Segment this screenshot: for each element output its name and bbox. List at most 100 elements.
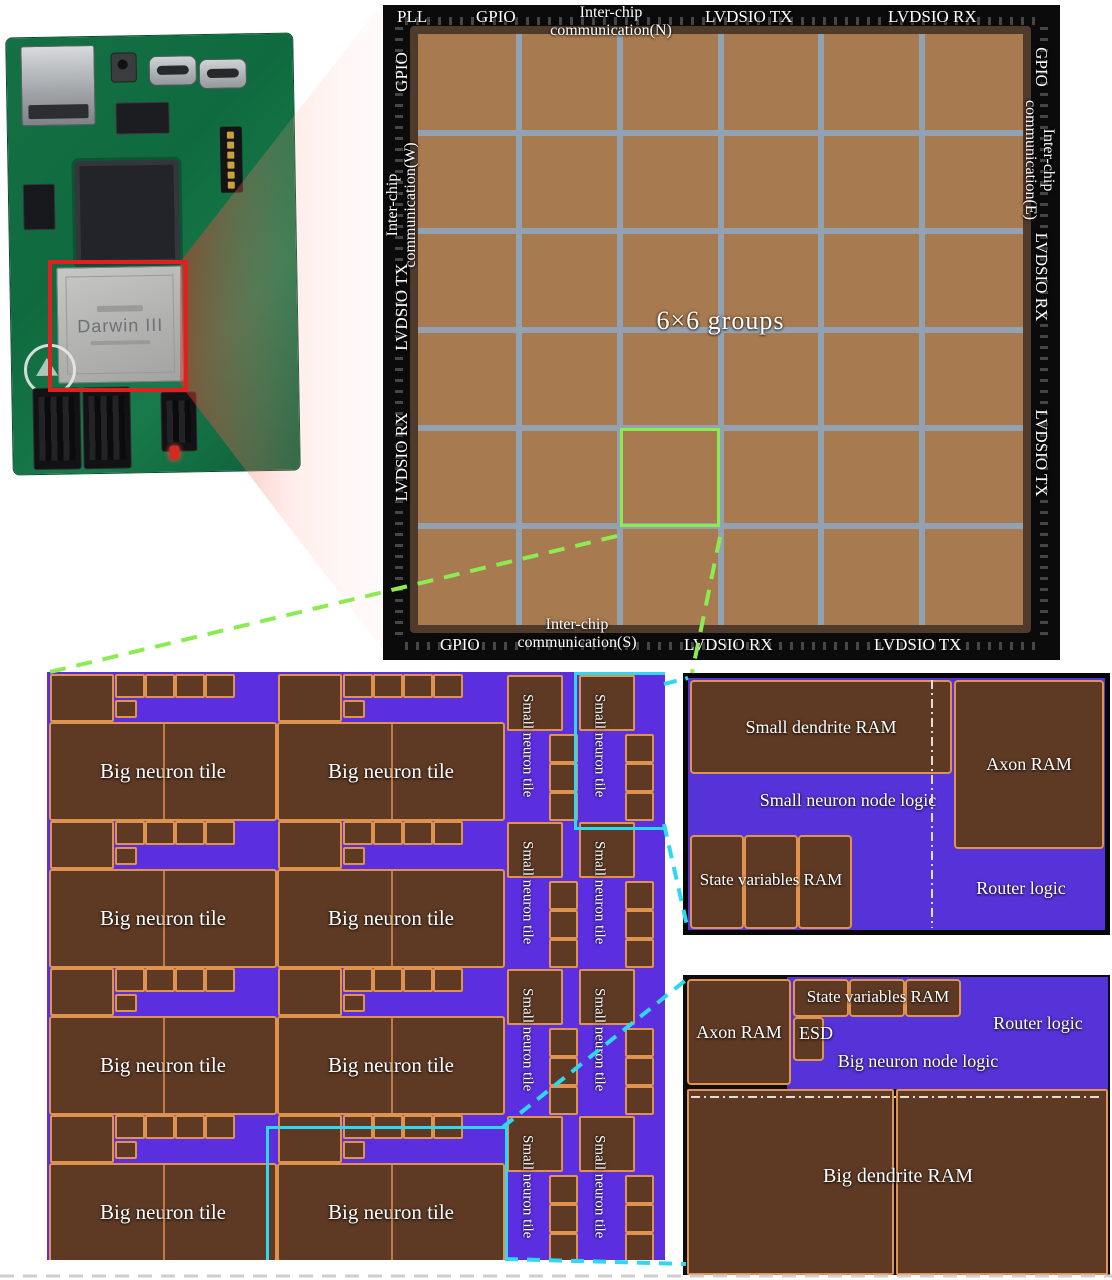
big-dendrite-ram-block [687, 1089, 894, 1275]
big-neuron-tile-label: Big neuron tile [328, 906, 454, 930]
state-variables-ram-block [849, 979, 905, 1017]
die-edge-label-lvdsio-tx-e: LVDSIO TX [1032, 409, 1051, 497]
big-dendrite-ram-label: Big dendrite RAM [823, 1165, 973, 1187]
die-edge-label-pll: PLL [397, 7, 428, 26]
big-neuron-tile: Big neuron tile [277, 869, 505, 968]
small-neuron-tile-label: Small neuron tile [519, 987, 536, 1092]
die-center-label: 6×6 groups [656, 306, 785, 335]
small-dendrite-ram-block: Small dendrite RAM [690, 680, 952, 774]
die-edge-label-lvdsio-tx-s: LVDSIO TX [874, 635, 962, 654]
big-neuron-tile-label: Big neuron tile [328, 759, 454, 783]
partition-dashdot-line [691, 1096, 1101, 1098]
die-edge-label-lvdsio-tx-n: LVDSIO TX [705, 7, 793, 26]
power-button [110, 52, 138, 83]
small-neuron-tile-label: Small neuron tile [591, 987, 608, 1092]
big-neuron-node-logic-label: Big neuron node logic [837, 1051, 999, 1071]
big-tile-detail-panel: Axon RAM State variables RAM ESD Router … [683, 975, 1110, 1275]
board-connector [160, 391, 198, 452]
ethernet-port [20, 44, 96, 127]
big-neuron-tile: Big neuron tile [277, 722, 505, 821]
status-led [169, 445, 180, 460]
usb-c-port [148, 55, 198, 87]
big-neuron-tile: Big neuron tile [49, 1163, 277, 1260]
axon-ram-label: Axon RAM [986, 754, 1072, 774]
cyan-highlight-box-small-tile [574, 672, 665, 830]
tile-strip [275, 672, 503, 722]
state-variables-ram-label: State variables RAM [699, 870, 843, 889]
tile-strip [275, 966, 503, 1016]
cyan-highlight-box-big-tile [266, 1126, 508, 1260]
die-edge-label-gpio-s: GPIO [440, 635, 480, 654]
die-edge-label-gpio-n: GPIO [476, 7, 516, 26]
small-neuron-tile-label: Small neuron tile [519, 1134, 536, 1239]
die-edge-label-lvdsio-rx-s: LVDSIO RX [684, 635, 773, 654]
small-neuron-tile-column: Small neuron tile Small neuron tile Smal… [505, 672, 578, 1260]
small-neuron-tile-label: Small neuron tile [591, 1134, 608, 1239]
small-tile-detail-panel: Small dendrite RAM Axon RAM State variab… [683, 673, 1110, 935]
small-neuron-tile: Small neuron tile [577, 1113, 665, 1260]
esd-block [793, 1017, 824, 1061]
small-neuron-node-logic-label: Small neuron node logic [759, 790, 937, 810]
tile-strip [47, 966, 275, 1016]
small-neuron-tile: Small neuron tile [577, 819, 665, 968]
die-grid-line [418, 129, 1023, 136]
router-logic-label: Router logic [976, 878, 1066, 898]
die-pad-ring [395, 27, 403, 638]
tile-strip [275, 819, 503, 869]
esd-label: ESD [799, 1023, 834, 1043]
small-neuron-tile-label: Small neuron tile [519, 693, 536, 798]
big-dendrite-ram-block [896, 1089, 1108, 1275]
tile-strip [47, 672, 275, 722]
small-neuron-tile: Small neuron tile [577, 966, 665, 1115]
big-neuron-tile: Big neuron tile [277, 1016, 505, 1115]
router-logic-label: Router logic [993, 1013, 1083, 1033]
small-neuron-tile-label: Small neuron tile [519, 840, 536, 945]
usb-c-port [198, 58, 248, 90]
die-grid-line [418, 425, 1023, 431]
big-neuron-tile: Big neuron tile [49, 1016, 277, 1115]
group-detail-panel: Big neuron tile Big neuron tile Big neur… [47, 672, 665, 1260]
die-grid-line [418, 227, 1023, 234]
state-variables-ram-label: State variables RAM [806, 987, 950, 1006]
axon-ram-block: Axon RAM [954, 680, 1104, 849]
state-variables-ram-block [793, 979, 849, 1017]
small-neuron-tile: Small neuron tile [505, 966, 578, 1115]
die-edge-label-interchip-n: Inter-chip communication(N) [550, 4, 672, 39]
small-neuron-tile: Small neuron tile [505, 819, 578, 968]
pin-header [219, 126, 243, 193]
tile-strip [47, 819, 275, 869]
die-edge-label-lvdsio-rx-n: LVDSIO RX [888, 7, 977, 26]
big-neuron-tile: Big neuron tile [277, 1163, 505, 1260]
pcb-photo: Darwin III [6, 33, 300, 475]
die-edge-label-lvdsio-tx-w: LVDSIO TX [392, 263, 411, 351]
small-neuron-tile: Small neuron tile [505, 672, 578, 821]
board-connector [32, 387, 82, 471]
die-edge-label-interchip-w: Inter-chip communication(W) [384, 142, 419, 268]
small-neuron-tile: Small neuron tile [505, 1113, 578, 1260]
state-variables-ram-block [905, 979, 961, 1017]
big-neuron-tile: Big neuron tile [49, 722, 277, 821]
die-edge-label-lvdsio-rx-e: LVDSIO RX [1032, 232, 1051, 322]
die-edge-label-interchip-s: Inter-chip communication(S) [517, 616, 637, 651]
small-neuron-tile-label: Small neuron tile [591, 693, 608, 798]
state-variables-ram-block [798, 835, 852, 929]
flash-chip [115, 101, 170, 135]
die-edge-label-interchip-e: Inter-chip communication(E) [1022, 100, 1057, 220]
die-diagram: 6×6 groups PLL GPIO Inter-chip communica… [383, 4, 1060, 660]
partition-dashdot-line [931, 680, 933, 928]
big-neuron-tile-label: Big neuron tile [100, 906, 226, 930]
small-dendrite-ram-label: Small dendrite RAM [745, 716, 897, 737]
red-highlight-box [48, 260, 188, 392]
big-neuron-tile: Big neuron tile [49, 869, 277, 968]
die-grid-line [418, 523, 1023, 530]
tile-strip [47, 1113, 275, 1163]
state-variables-ram-block [744, 835, 798, 929]
fpga-chip [74, 159, 181, 266]
die-grid-line [418, 326, 1023, 333]
board-connector [82, 386, 132, 470]
group-highlight-box [619, 428, 721, 527]
axon-ram-label: Axon RAM [696, 1021, 782, 1042]
die-pad-ring [1040, 27, 1048, 638]
big-neuron-tile-label: Big neuron tile [100, 759, 226, 783]
